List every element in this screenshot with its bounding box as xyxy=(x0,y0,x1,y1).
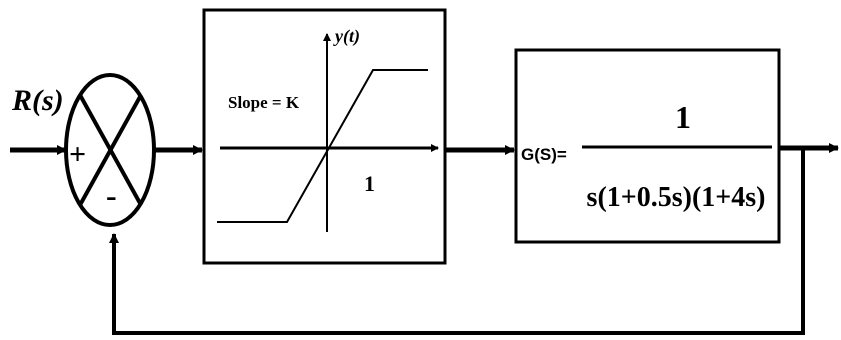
summing-junction: + - xyxy=(64,73,156,227)
summing-junction-cross-b xyxy=(78,94,143,206)
minus-sign: - xyxy=(106,177,117,213)
saturation-characteristic-curve xyxy=(217,69,428,223)
feedback-path xyxy=(109,148,805,335)
slope-label: Slope = K xyxy=(228,93,300,112)
saturation-block: y(t) Slope = K 1 xyxy=(202,8,447,265)
y-axis-label: y(t) xyxy=(333,26,360,47)
plant-block: G(S)= 1 s(1+0.5s)(1+4s) xyxy=(514,48,781,244)
plus-sign: + xyxy=(69,138,86,171)
plant-prefix: G(S)= xyxy=(521,145,567,164)
plant-denominator: s(1+0.5s)(1+4s) xyxy=(587,182,766,213)
plant-numerator: 1 xyxy=(675,99,691,135)
x-marker-label: 1 xyxy=(364,171,375,196)
saturation-block-frame xyxy=(202,8,447,265)
input-label: R(s) xyxy=(11,84,64,117)
